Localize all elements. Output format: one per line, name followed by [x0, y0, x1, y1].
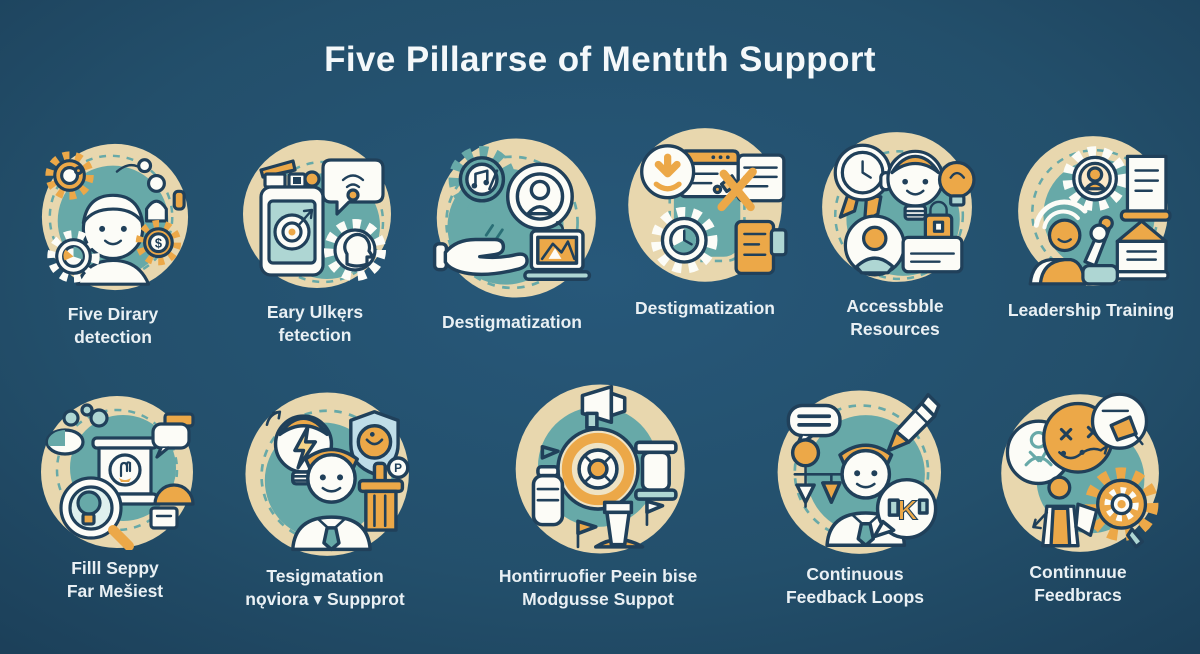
- house-icon: [1109, 219, 1170, 281]
- feedback-bubble-icon: K: [872, 477, 938, 540]
- pillar-label: Destigmatization: [634, 298, 776, 318]
- pillar-label: Eary Ulkęrs fetection: [266, 302, 364, 345]
- scroll-document-icon: [1119, 154, 1172, 222]
- strategy-gears-icon: [1001, 392, 1159, 552]
- pillar-label: Filll Seppy Far Mešiest: [66, 558, 164, 601]
- person-circle-icon: [843, 214, 906, 277]
- tower-icon: [593, 500, 645, 549]
- pillar-label: Continuous Feedback Loops: [785, 564, 925, 607]
- gear-person-house-icon: [1018, 136, 1172, 286]
- thought-bubbles-icon: [45, 403, 109, 456]
- person-feedback-scale-icon: K: [777, 390, 941, 554]
- person-circle-icon: [505, 162, 574, 231]
- pillar-peer-support: P Tesigmatation nǫviora ▾ Suppprot: [223, 386, 427, 611]
- person-shield-bulb-icon: P: [245, 392, 410, 556]
- laptop-icon: [523, 229, 592, 281]
- pillar-label: Hontirruofier Peein bise Modgusse Suppot: [498, 566, 698, 609]
- pillar-label: Accessbble Resources: [846, 296, 944, 339]
- canister-left-icon: [531, 444, 565, 527]
- orange-bulb-icon: [937, 160, 976, 207]
- pen-icon: [886, 393, 941, 453]
- pillar-module-support: Hontirruofier Peein bise Modgusse Suppot: [458, 380, 738, 611]
- flag-left-icon: [576, 519, 598, 549]
- gear-pie-icon: [47, 230, 100, 283]
- pillar-continuous-feedback: Continnuue Feedbracs: [976, 388, 1180, 607]
- person-icon: [291, 447, 372, 552]
- pillar-destigmatization-2: Destigmatization: [601, 124, 809, 320]
- pillar-label: Leadership Training: [1007, 300, 1175, 320]
- clock-bulb-card-icon: [822, 132, 976, 282]
- hand-icon: [432, 237, 529, 277]
- balance-scale-icon: [790, 438, 844, 508]
- tablet-speech-gear-icon: [243, 140, 391, 288]
- pillar-column-icon: [357, 461, 405, 532]
- person-gear-icon: [1062, 146, 1128, 211]
- pillar-accessible-resources: Accessbble Resources: [793, 126, 997, 341]
- download-windows-gear-icon: [628, 128, 788, 282]
- pillar-early-users-detection: Eary Ulkęrs fetection: [213, 134, 417, 347]
- music-gear-icon: [448, 145, 516, 213]
- dollar-gear-icon: $: [135, 219, 182, 266]
- download-icon: [640, 144, 696, 200]
- smiley-shield-icon: [349, 410, 400, 476]
- svg-text:K: K: [898, 494, 918, 525]
- svg-text:$: $: [155, 236, 162, 251]
- canister-right-icon: [634, 440, 678, 501]
- pillar-leadership-training: Leadership Training: [989, 130, 1193, 322]
- person-with-gears-icon: $: [41, 143, 189, 291]
- pillar-self-support: Filll Seppy Far Mešiest: [15, 390, 215, 603]
- pillar-label: Five Dirary detection: [67, 304, 159, 347]
- target-megaphone-icon: [515, 384, 685, 554]
- pillar-continuous-feedback-loops: K Continuous Feedback Loops: [753, 384, 957, 609]
- speech-bubble-icon: [151, 412, 195, 459]
- crossed-tools-icon: [717, 167, 757, 212]
- target-icon: [556, 427, 640, 511]
- stamp-icon: [769, 228, 788, 257]
- megaphone-circle-icon: [1090, 392, 1149, 450]
- lightbulb-face-icon: [879, 149, 952, 221]
- double-gear-icon: [1084, 467, 1159, 549]
- arch-house-icon: [149, 483, 195, 530]
- orange-document-icon: [734, 219, 776, 276]
- hand-laptop-person-icon: [432, 138, 596, 298]
- lock-card-icon: [901, 200, 964, 274]
- person-figure-icon: [1032, 475, 1099, 548]
- pillar-label: Tesigmatation nǫviora ▾ Suppprot: [245, 566, 405, 609]
- pillar-early-detection: $ Five Dirary detection: [13, 138, 213, 349]
- clock-gear-icon: [651, 207, 718, 274]
- magnifier-bulb-icon: [59, 476, 134, 550]
- speech-bubble-icon: [786, 403, 842, 449]
- svg-text:P: P: [394, 461, 402, 475]
- person-raising-arm-icon: [1028, 199, 1119, 286]
- pillar-label: Continnuue Feedbracs: [1029, 562, 1127, 605]
- pillar-label: Destigmatization: [441, 312, 583, 332]
- magnifier-bulb-podium-icon: [41, 396, 195, 550]
- flag-right-icon: [645, 499, 665, 526]
- head-gear-icon: [324, 219, 386, 281]
- pillar-destigmatization-1: Destigmatization: [408, 132, 616, 334]
- page-title: Five Pillarrse of Mentıth Support: [324, 40, 876, 79]
